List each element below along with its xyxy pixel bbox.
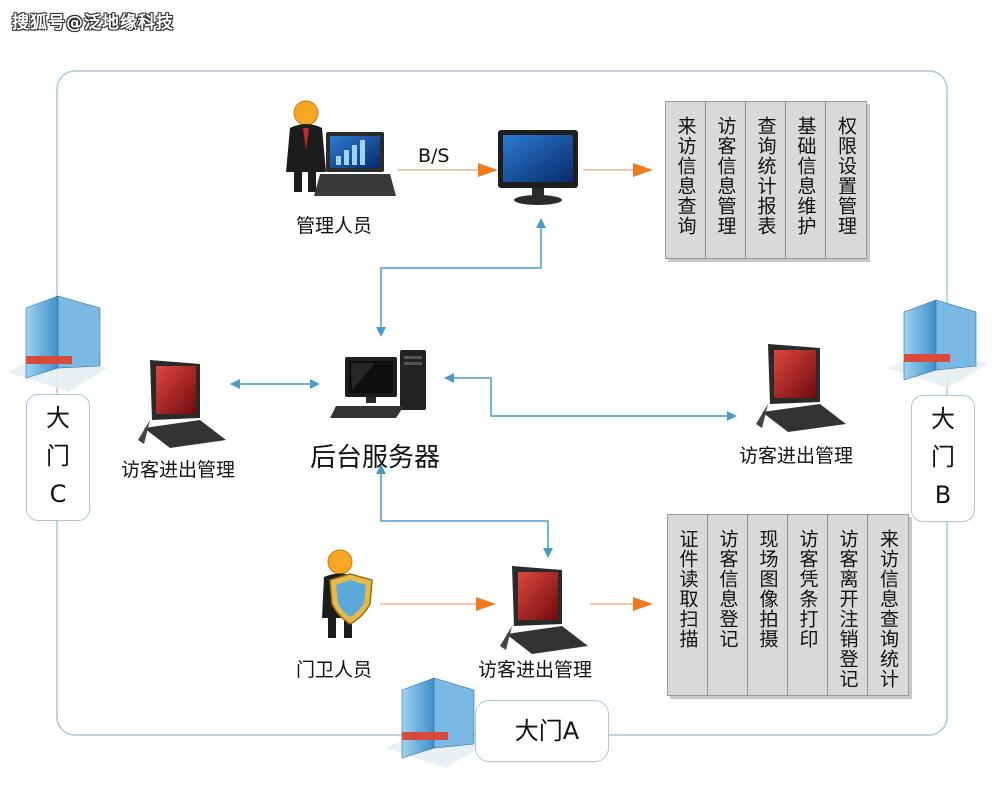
- guard-label: 门卫人员: [296, 659, 373, 681]
- shield-icon: [329, 573, 373, 625]
- guard-function-cell-text: 来访信息查询统计: [877, 529, 899, 689]
- gate-c-line1: 大: [46, 404, 70, 432]
- bs-function-cell-text: 访客信息管理: [714, 116, 737, 236]
- bs-function-cell: 来访信息查询: [666, 102, 706, 258]
- kiosk-label-west: 访客进出管理: [121, 459, 236, 481]
- kiosk-label-east: 访客进出管理: [739, 445, 854, 467]
- guard-function-cell-text: 访客凭条打印: [796, 529, 819, 649]
- guard-function-table: 证件读取扫描访客信息登记现场图像拍摄访客凭条打印访客离开注销登记来访信息查询统计: [667, 514, 909, 696]
- gate-b-box: 大 门 B: [911, 395, 975, 522]
- orange-arrows: [380, 163, 653, 611]
- guard-function-cell: 来访信息查询统计: [868, 515, 908, 695]
- guard-function-cell: 访客离开注销登记: [828, 515, 868, 695]
- laptop-icon: [314, 132, 396, 196]
- bs-function-table: 来访信息查询访客信息管理查询统计报表基础信息维护权限设置管理: [665, 101, 867, 259]
- kiosk-icon-south: [500, 566, 588, 654]
- kiosk-label-south: 访客进出管理: [478, 659, 593, 681]
- building-icon-a: [386, 677, 486, 768]
- gate-b-line1: 大: [931, 405, 955, 433]
- server-computer-icon: [330, 350, 426, 418]
- guard-function-cell-text: 访客信息登记: [716, 529, 739, 649]
- gate-b-line3: B: [934, 481, 952, 509]
- building-icon-c: [8, 295, 108, 392]
- bs-function-cell-text: 基础信息维护: [794, 116, 817, 236]
- blue-arrows: [230, 218, 737, 558]
- kiosk-icon-east: [756, 344, 846, 432]
- admin-label: 管理人员: [296, 215, 373, 237]
- admin-person-icon: [286, 100, 326, 192]
- bs-function-cell: 基础信息维护: [786, 102, 826, 258]
- bs-link-label: B/S: [418, 145, 450, 167]
- kiosk-icon-west: [138, 360, 226, 448]
- guard-function-cell: 访客凭条打印: [788, 515, 828, 695]
- guard-function-cell-text: 访客离开注销登记: [836, 529, 859, 689]
- gate-a-label: 大门A: [514, 717, 580, 745]
- building-icon-b: [888, 299, 988, 388]
- bs-function-cell-text: 查询统计报表: [754, 116, 777, 236]
- guard-function-cell: 证件读取扫描: [668, 515, 708, 695]
- bs-function-cell: 权限设置管理: [826, 102, 866, 258]
- bs-function-cell: 查询统计报表: [746, 102, 786, 258]
- bs-function-cell-text: 来访信息查询: [674, 116, 697, 236]
- server-label: 后台服务器: [310, 443, 441, 473]
- gate-c-line3: C: [49, 480, 67, 508]
- gate-b-line2: 门: [931, 443, 955, 471]
- gate-a-box: 大门A: [475, 700, 609, 762]
- guard-function-cell: 访客信息登记: [708, 515, 748, 695]
- bs-function-cell-text: 权限设置管理: [835, 116, 857, 236]
- guard-function-cell: 现场图像拍摄: [748, 515, 788, 695]
- guard-function-cell-text: 现场图像拍摄: [756, 529, 779, 649]
- bs-function-cell: 访客信息管理: [706, 102, 746, 258]
- guard-function-cell-text: 证件读取扫描: [676, 529, 699, 649]
- watermark: 搜狐号@泛地缘科技: [12, 13, 174, 33]
- monitor-icon: [498, 130, 578, 205]
- gate-c-box: 大 门 C: [26, 394, 90, 521]
- gate-c-line2: 门: [46, 442, 70, 470]
